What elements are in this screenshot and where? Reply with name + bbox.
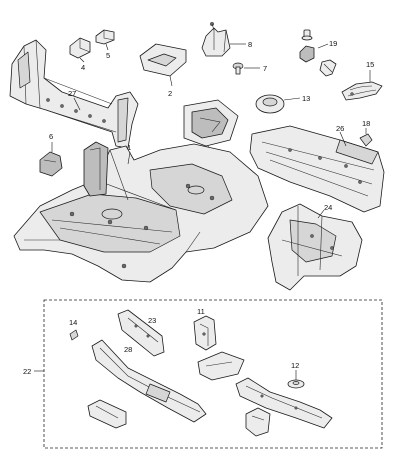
part-8-bracket[interactable]	[201, 22, 231, 57]
callout-28: 28	[124, 345, 132, 354]
leader-26	[339, 131, 347, 147]
callout-1: 1	[127, 143, 131, 152]
leader-24	[317, 209, 325, 219]
callout-7: 7	[263, 64, 267, 73]
part-2-plate[interactable]	[139, 43, 187, 77]
leader-1	[127, 151, 131, 165]
part-28-rail[interactable]	[91, 339, 207, 423]
part-13-ring[interactable]	[255, 94, 285, 114]
leader-13	[283, 97, 301, 101]
part-right-rail[interactable]	[235, 377, 333, 429]
callout-2: 2	[168, 89, 172, 98]
part-14-clip[interactable]	[69, 329, 79, 341]
part-1-rear-floor[interactable]	[13, 141, 269, 283]
callout-12: 12	[291, 361, 299, 370]
callout-19: 19	[329, 39, 337, 48]
callout-15: 15	[366, 60, 374, 69]
callout-5: 5	[106, 51, 110, 60]
callout-23: 23	[148, 316, 156, 325]
part-11-mount[interactable]	[197, 351, 245, 381]
part-23-rail[interactable]	[117, 309, 165, 357]
part-4-bracket[interactable]	[69, 37, 91, 59]
callout-6: 6	[49, 132, 53, 141]
part-12-washer[interactable]	[287, 379, 305, 389]
callout-27: 27	[68, 89, 76, 98]
leader-2	[169, 75, 173, 87]
leader-5	[105, 43, 109, 51]
callout-4: 4	[81, 63, 85, 72]
part-11-bracket[interactable]	[193, 315, 217, 351]
callout-14: 14	[69, 318, 77, 327]
part-5-bracket[interactable]	[95, 29, 115, 45]
callout-13: 13	[302, 94, 310, 103]
leader-27	[73, 97, 81, 111]
callout-8: 8	[248, 40, 252, 49]
callout-22: 22	[23, 367, 31, 376]
part-19-fasteners[interactable]	[299, 29, 337, 77]
callout-11: 11	[197, 307, 205, 316]
part-26-rear-panel[interactable]	[249, 125, 385, 213]
part-18-clip[interactable]	[359, 133, 373, 147]
part-3-panel[interactable]	[183, 99, 239, 147]
leader-19	[317, 43, 329, 49]
subassembly-22-box	[43, 299, 383, 449]
callout-18: 18	[362, 119, 370, 128]
part-6-pad[interactable]	[39, 151, 63, 177]
part-right-lower-bracket[interactable]	[245, 407, 271, 437]
leader-4	[79, 57, 85, 63]
part-27-crossmember[interactable]	[9, 39, 139, 149]
callout-24: 24	[324, 203, 332, 212]
part-28-lower-bracket[interactable]	[87, 399, 127, 429]
callout-26: 26	[336, 124, 344, 133]
part-24-side-panel[interactable]	[267, 203, 363, 291]
part-7-bolt[interactable]	[232, 62, 244, 75]
part-15-clip[interactable]	[341, 81, 383, 101]
